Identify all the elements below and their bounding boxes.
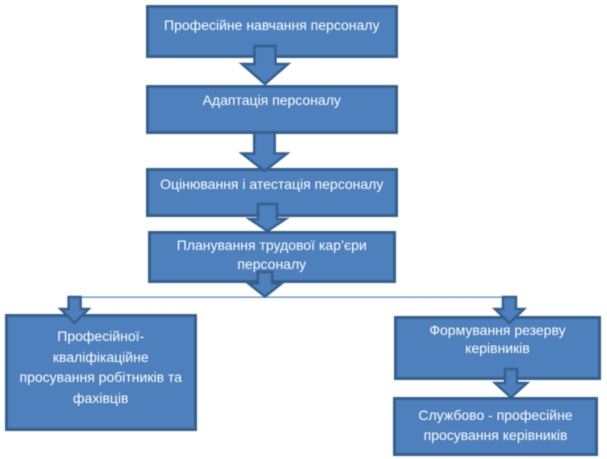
node-label-line: Професійне навчання персоналу — [164, 16, 380, 33]
node-label-line: персоналу — [237, 256, 307, 273]
node-label-line: Службово - професійне — [418, 407, 573, 423]
node-label-line: фахівців — [73, 389, 129, 406]
node-label-line: Планування трудової кар’єри — [176, 237, 367, 254]
node-adaptation: Адаптація персоналу — [146, 85, 398, 134]
node-service-advancement: Службово - професійне просування керівни… — [393, 397, 598, 456]
arrow-adaptation-to-evaluation — [238, 131, 291, 173]
node-reserve-formation: Формування резерву керівників — [394, 316, 601, 380]
node-qualification-advancement: Професійної- кваліфікаційне просування р… — [4, 314, 197, 431]
node-label-line: керівників — [465, 339, 530, 356]
node-career-planning: Планування трудової кар’єри персоналу — [147, 231, 396, 283]
node-label-line: кваліфікаційне — [52, 348, 149, 365]
node-label-line: просування робітників та — [19, 369, 182, 385]
node-label-line: Професійної- — [57, 328, 145, 344]
node-professional-training: Професійне навчання персоналу — [146, 5, 398, 58]
node-evaluation-attestation: Оцінювання і атестація персоналу — [146, 168, 398, 217]
node-label-line: просування керівників — [423, 427, 568, 443]
node-label-line: Формування резерву — [429, 321, 566, 338]
node-label-line: Адаптація персоналу — [202, 91, 341, 108]
node-label-line: Оцінювання і атестація персоналу — [160, 175, 384, 192]
